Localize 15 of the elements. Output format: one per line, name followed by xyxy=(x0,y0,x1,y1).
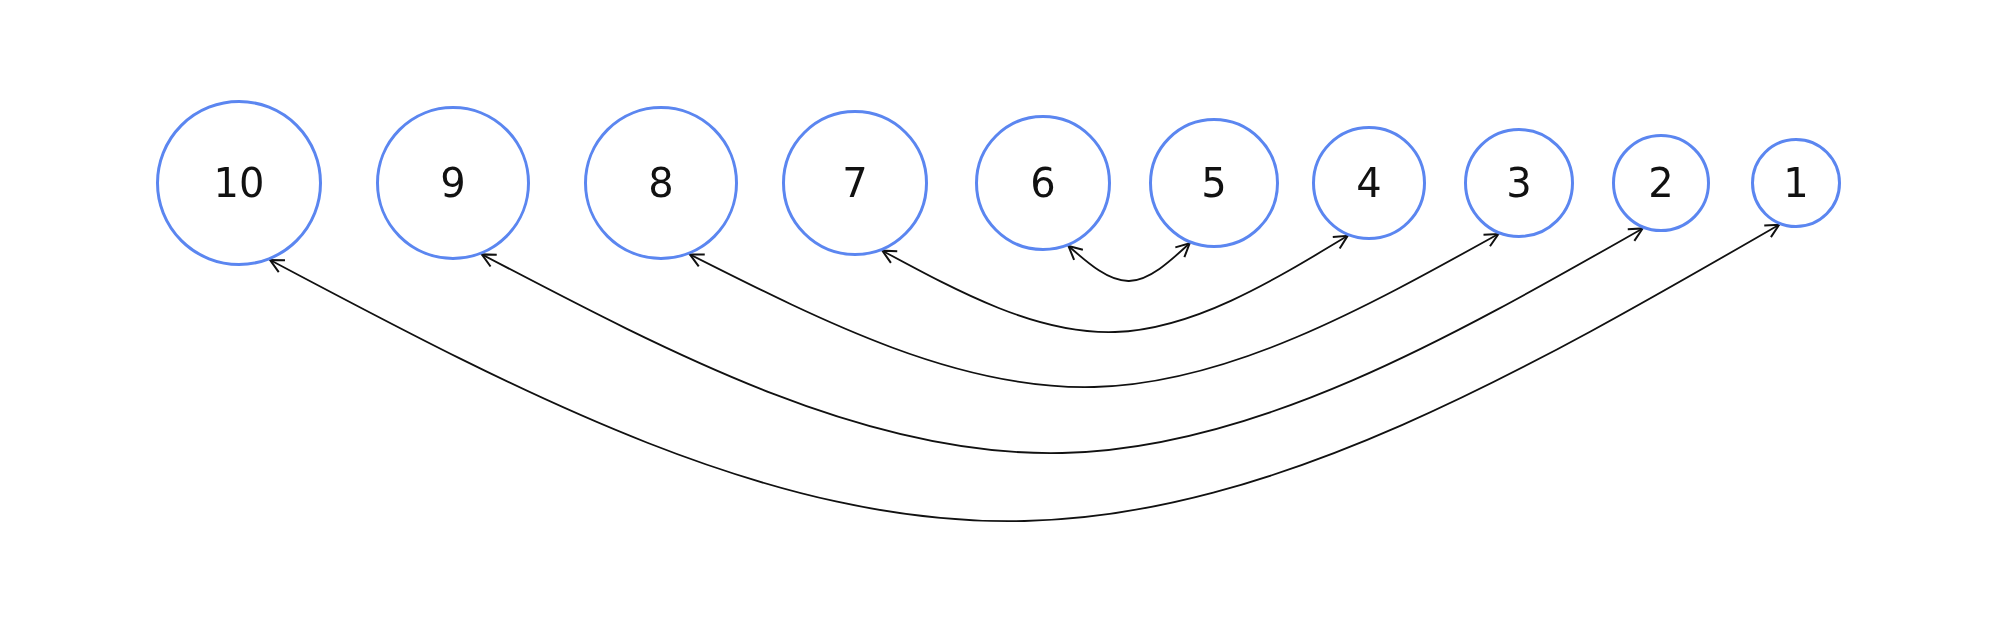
double-headed-arrow xyxy=(269,223,1781,522)
double-headed-arrow xyxy=(688,233,1500,388)
double-headed-arrow xyxy=(881,234,1349,333)
number-label: 9 xyxy=(440,160,466,206)
number-label: 1 xyxy=(1783,160,1809,206)
number-label: 6 xyxy=(1030,160,1056,206)
double-headed-arrow xyxy=(1067,242,1191,282)
number-label: 10 xyxy=(213,160,265,206)
number-label: 5 xyxy=(1201,160,1227,206)
number-label: 2 xyxy=(1648,160,1674,206)
number-label: 7 xyxy=(842,160,868,206)
number-label: 8 xyxy=(648,160,674,206)
double-headed-arrow xyxy=(480,227,1644,454)
number-label: 4 xyxy=(1356,160,1382,206)
number-label: 3 xyxy=(1506,160,1532,206)
